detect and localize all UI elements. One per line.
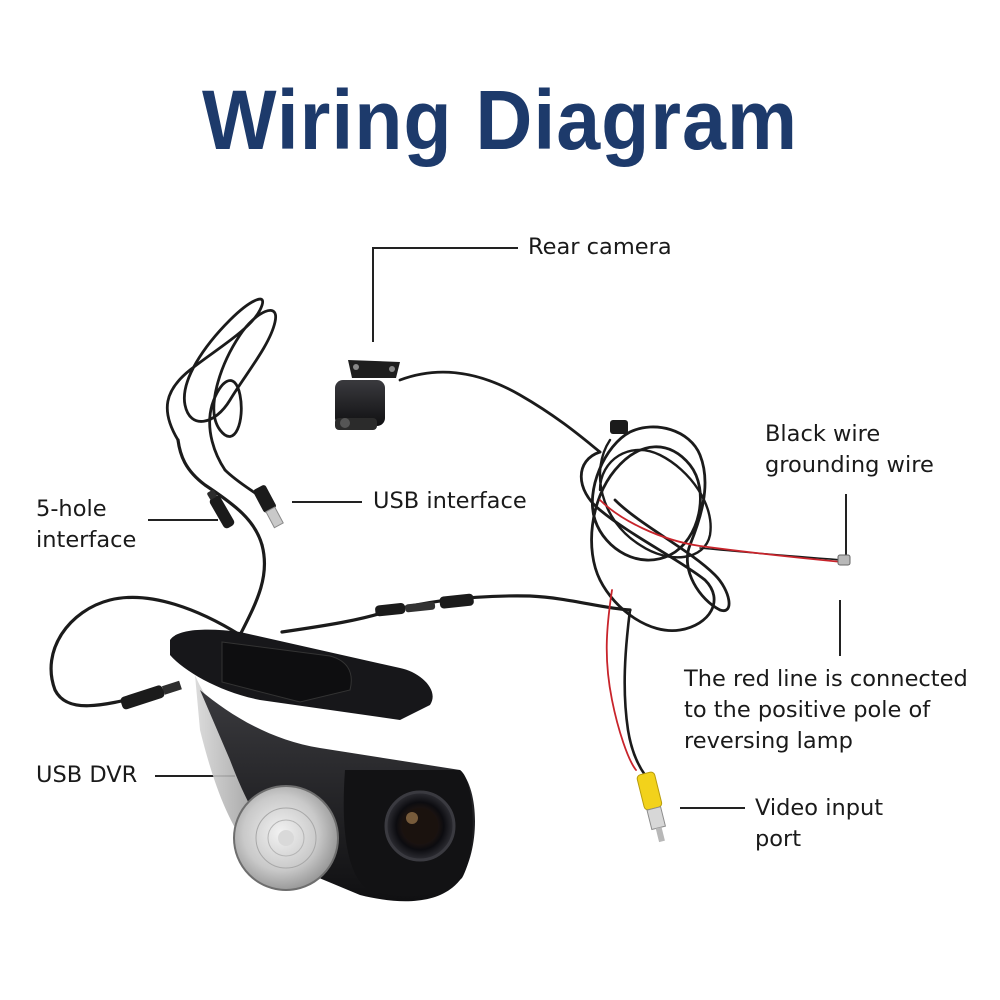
rear-camera-cable <box>398 370 602 454</box>
label-black-wire: Black wire grounding wire <box>765 421 934 478</box>
rear-camera <box>335 360 400 430</box>
5hole-cable <box>176 438 264 547</box>
usb-dvr <box>170 629 475 902</box>
red-wire-down <box>605 589 637 771</box>
label-usb-dvr: USB DVR <box>36 762 138 788</box>
coil-upper-left <box>165 297 278 472</box>
label-5hole-interface: 5-hole interface <box>36 496 137 553</box>
cables <box>49 297 843 777</box>
label-rear-camera: Rear camera <box>528 234 672 260</box>
page-title: Wiring Diagram <box>202 73 798 167</box>
leader-lines <box>148 247 847 809</box>
dvr-usb-plug <box>120 680 182 710</box>
ground-terminal <box>837 554 851 566</box>
label-usb-interface: USB interface <box>373 488 527 514</box>
coil-right <box>579 425 731 633</box>
5hole-connector <box>207 489 235 529</box>
coil-right-inner <box>598 438 712 559</box>
inline-connector <box>375 593 474 617</box>
label-red-line: The red line is connected to the positiv… <box>684 666 968 754</box>
label-video-input: Video input port <box>755 795 884 852</box>
video-cable <box>623 608 647 777</box>
red-wire <box>599 499 843 563</box>
usb-cable <box>49 543 267 708</box>
usb-cord <box>223 468 260 497</box>
leader-rear-camera <box>372 247 518 342</box>
coil-connector <box>610 420 628 434</box>
connectors <box>120 420 851 843</box>
usb-plug <box>253 485 284 529</box>
rca-video-plug <box>636 771 667 843</box>
